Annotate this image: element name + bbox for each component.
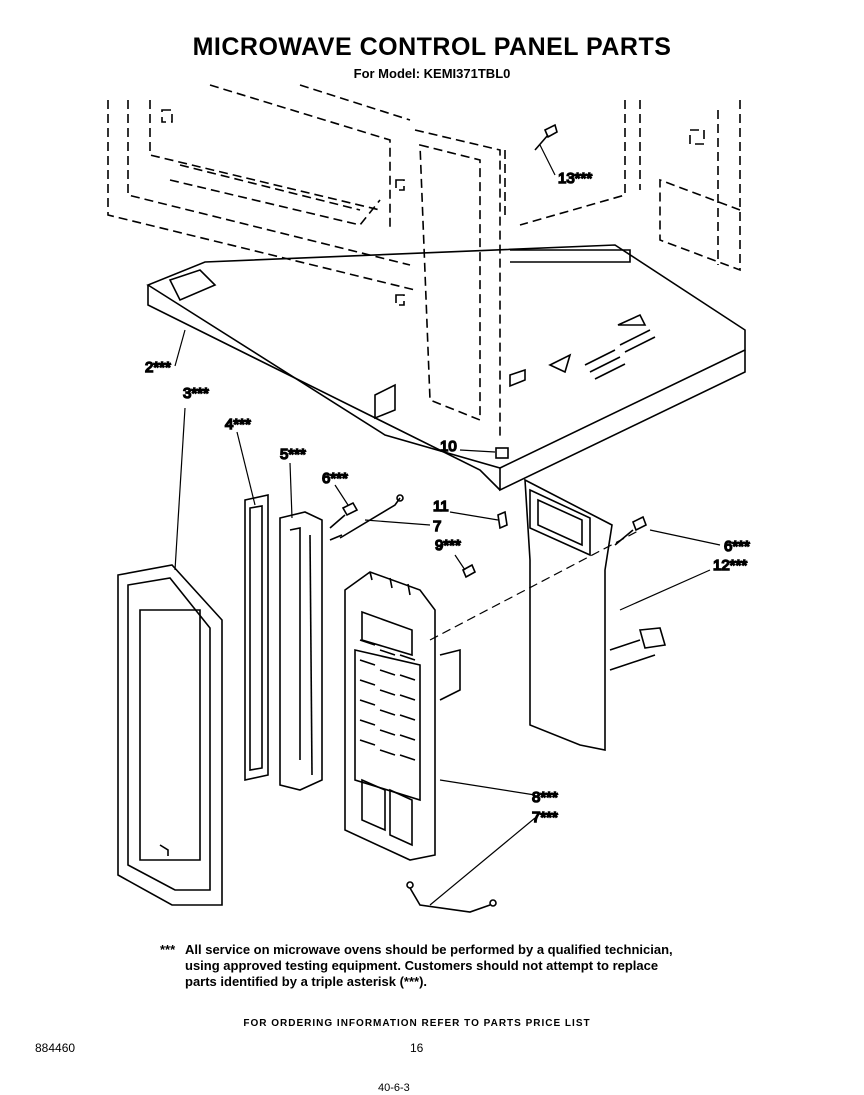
base-tray — [146, 244, 746, 492]
model-subtitle: For Model: KEMI371TBL0 — [353, 66, 511, 81]
part-4-strip — [244, 494, 269, 781]
callout-10: 10 — [440, 438, 457, 455]
ordering-info: FOR ORDERING INFORMATION REFER TO PARTS … — [243, 1018, 591, 1029]
callout-12: 12*** — [713, 557, 747, 574]
callout-8: 8*** — [532, 789, 558, 806]
service-note: *** All service on microwave ovens shoul… — [160, 942, 680, 990]
footer-code: 40-6-3 — [378, 1082, 410, 1094]
note-asterisks: *** — [160, 942, 176, 957]
control-board — [344, 571, 461, 861]
screw-11 — [497, 510, 508, 530]
leader-lines — [174, 144, 721, 906]
callout-2: 2*** — [145, 359, 171, 376]
callout-7b: 7*** — [532, 809, 558, 826]
wire-7-bottom — [406, 881, 497, 913]
page-title: MICROWAVE CONTROL PANEL PARTS — [192, 33, 672, 61]
callout-6a: 6*** — [322, 470, 348, 487]
callout-6b: 6*** — [724, 538, 750, 555]
part-5-bracket — [279, 511, 323, 791]
callout-4: 4*** — [225, 416, 251, 433]
screw-13 — [534, 123, 558, 151]
note-text: All service on microwave ovens should be… — [185, 942, 673, 989]
screw-6 — [329, 501, 359, 529]
document-number: 884460 — [35, 1041, 76, 1055]
nut-10 — [495, 447, 509, 459]
callout-7a: 7 — [433, 518, 441, 535]
screw-6-right — [614, 515, 648, 546]
callout-13: 13*** — [558, 170, 592, 187]
callout-5: 5*** — [280, 446, 306, 463]
callout-11: 11 — [433, 498, 449, 515]
wire-7 — [329, 494, 404, 541]
page-number: 16 — [410, 1041, 424, 1055]
control-panel-frame — [117, 564, 223, 906]
screw-9 — [461, 563, 477, 579]
cabinet-outline — [107, 84, 741, 440]
callout-9: 9*** — [435, 537, 461, 554]
callout-3: 3*** — [183, 385, 209, 402]
